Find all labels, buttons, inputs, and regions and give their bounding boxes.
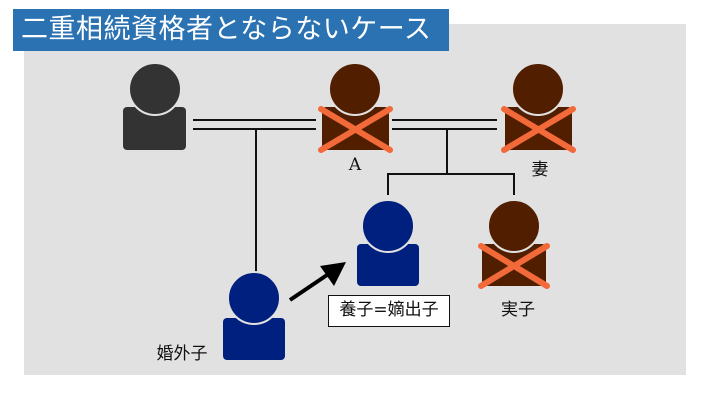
person-body: [357, 244, 419, 286]
cross-icon: [318, 106, 393, 153]
cross-icon: [478, 243, 550, 289]
person-head: [227, 271, 281, 325]
arrow-icon: [288, 262, 346, 302]
person-icon-grandparent: [123, 62, 186, 150]
page-title: 二重相続資格者とならないケース: [13, 9, 449, 51]
person-icon-adopted-child: [357, 199, 419, 286]
person-icon-wife: [501, 62, 576, 153]
person-icon-illegitimate-child: [223, 271, 285, 360]
person-head: [511, 62, 565, 116]
person-head: [128, 62, 182, 116]
descent-lines-children: [387, 129, 515, 195]
label-biological-child: 実子: [501, 300, 535, 320]
person-body: [223, 318, 285, 360]
label-a: A: [348, 155, 362, 175]
label-wife: 妻: [531, 160, 549, 180]
note-box-adopted-equals-legitimate: 養子=嫡出子: [328, 295, 450, 327]
label-illegitimate-child: 婚外子: [156, 344, 208, 364]
person-head: [361, 199, 415, 253]
person-body: [123, 107, 186, 150]
marriage-line-2: [392, 119, 497, 130]
person-icon-biological-child: [478, 199, 550, 289]
person-icon-a: [318, 62, 393, 153]
marriage-line-1: [193, 119, 316, 130]
person-head: [487, 199, 541, 253]
cross-icon: [501, 106, 576, 153]
person-head: [328, 62, 382, 116]
